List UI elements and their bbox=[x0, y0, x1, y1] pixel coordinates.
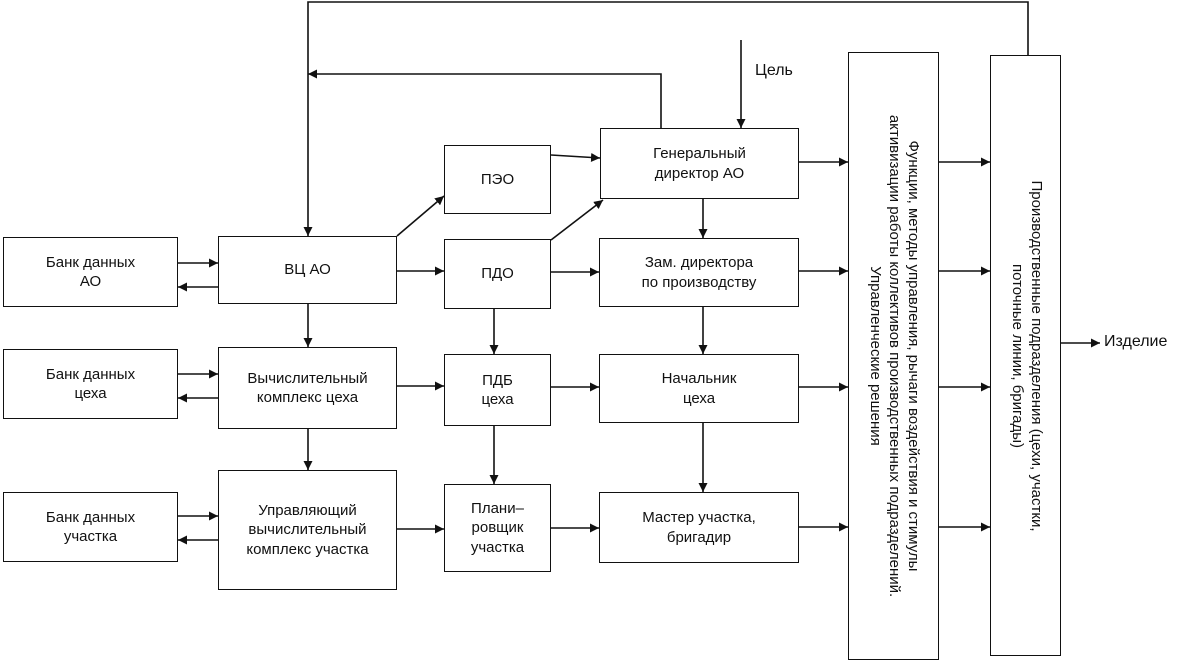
arrow-peo-to-gen-dir bbox=[550, 152, 601, 162]
goal-label: Цель bbox=[755, 62, 793, 79]
arrow-vc-to-peo bbox=[396, 195, 445, 237]
product-label: Изделие bbox=[1104, 333, 1168, 350]
pdb-box: ПДБ цеха bbox=[444, 354, 551, 426]
ctrl-area-box: Управляющий вычислительный комплекс учас… bbox=[218, 470, 397, 590]
comp-shop-box: Вычислительный комплекс цеха bbox=[218, 347, 397, 429]
vc-ao-box: ВЦ АО bbox=[218, 236, 397, 304]
peo-box: ПЭО bbox=[444, 145, 551, 214]
planner-box: Плани– ровщик участка bbox=[444, 484, 551, 572]
functions-box: Функции, методы управления, рычаги возде… bbox=[848, 52, 939, 660]
arrow-gen-dir-feedback bbox=[308, 69, 662, 128]
production-box: Производственные подразделения (цехи, уч… bbox=[990, 55, 1061, 656]
bank-shop-box: Банк данных цеха bbox=[3, 349, 178, 419]
shop-head-box: Начальник цеха bbox=[599, 354, 799, 423]
production-text: Производственные подразделения (цехи, уч… bbox=[1008, 179, 1045, 532]
arrow-pdo-to-gen-dir bbox=[550, 199, 604, 241]
gen-dir-box: Генеральный директор АО bbox=[600, 128, 799, 199]
deputy-box: Зам. директора по производству bbox=[599, 238, 799, 307]
functions-text: Функции, методы управления, рычаги возде… bbox=[867, 114, 922, 598]
arrow-production-to-vc-ao bbox=[303, 1, 1029, 236]
master-box: Мастер участка, бригадир bbox=[599, 492, 799, 563]
bank-area-box: Банк данных участка bbox=[3, 492, 178, 562]
bank-ao-box: Банк данных АО bbox=[3, 237, 178, 307]
pdo-box: ПДО bbox=[444, 239, 551, 309]
